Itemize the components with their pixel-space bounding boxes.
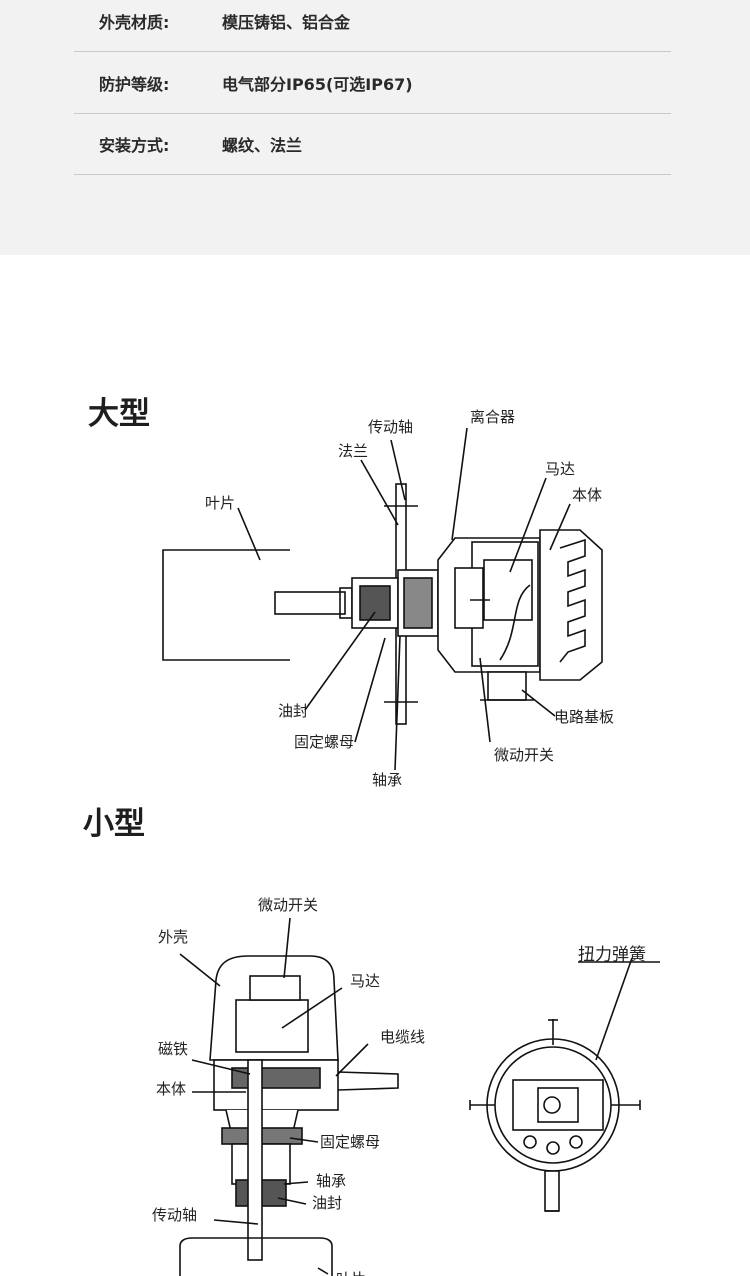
spec-label: 安装方式:: [99, 135, 170, 155]
small-type-title: 小型: [83, 806, 145, 842]
large-label-blade: 叶片: [205, 494, 235, 512]
spec-row-material: 外壳材质: 模压铸铝、铝合金: [74, 0, 671, 52]
small-label-shaft: 传动轴: [152, 1206, 197, 1224]
small-label-nut: 固定螺母: [320, 1133, 380, 1151]
large-label-body: 本体: [572, 486, 602, 504]
large-label-shaft: 传动轴: [368, 418, 413, 436]
large-label-oil-seal: 油封: [278, 702, 308, 720]
small-label-housing: 外壳: [158, 928, 188, 946]
spec-label: 外壳材质:: [99, 12, 170, 32]
spec-row-protection: 防护等级: 电气部分IP65(可选IP67): [74, 52, 671, 114]
large-label-motor: 马达: [545, 460, 575, 478]
small-type-diagram: 微动开关 外壳 马达 电缆线 磁铁 本体 固定螺母 轴承 油封 传动轴 叶片 扭…: [152, 896, 660, 1276]
small-label-spring: 扭力弹簧: [578, 945, 646, 965]
spec-value: 螺纹、法兰: [222, 135, 303, 155]
large-type-diagram: 传动轴 离合器 法兰 马达 本体 叶片 油封 固定螺母 轴承 电路基板 微动开关: [162, 408, 614, 789]
large-label-pcb: 电路基板: [554, 708, 614, 726]
spec-panel: 外壳材质: 模压铸铝、铝合金 防护等级: 电气部分IP65(可选IP67) 安装…: [0, 0, 750, 255]
small-label-cable: 电缆线: [380, 1028, 425, 1046]
small-label-motor: 马达: [350, 972, 380, 990]
large-label-clutch: 离合器: [470, 408, 515, 426]
small-label-blade: 叶片: [336, 1270, 366, 1276]
spec-row-install: 安装方式: 螺纹、法兰: [74, 113, 671, 175]
small-label-bearing: 轴承: [316, 1172, 346, 1190]
large-label-flange: 法兰: [338, 442, 368, 460]
small-label-microswitch: 微动开关: [258, 896, 318, 914]
spec-value: 模压铸铝、铝合金: [222, 12, 351, 32]
small-label-oil-seal: 油封: [312, 1194, 342, 1212]
large-label-microswitch: 微动开关: [494, 746, 554, 764]
small-label-body: 本体: [156, 1080, 186, 1098]
large-type-title: 大型: [88, 396, 150, 432]
large-label-bearing: 轴承: [372, 771, 402, 789]
spec-value: 电气部分IP65(可选IP67): [222, 74, 413, 94]
large-label-nut: 固定螺母: [294, 733, 354, 751]
small-label-magnet: 磁铁: [158, 1040, 188, 1058]
spec-label: 防护等级:: [99, 74, 170, 94]
